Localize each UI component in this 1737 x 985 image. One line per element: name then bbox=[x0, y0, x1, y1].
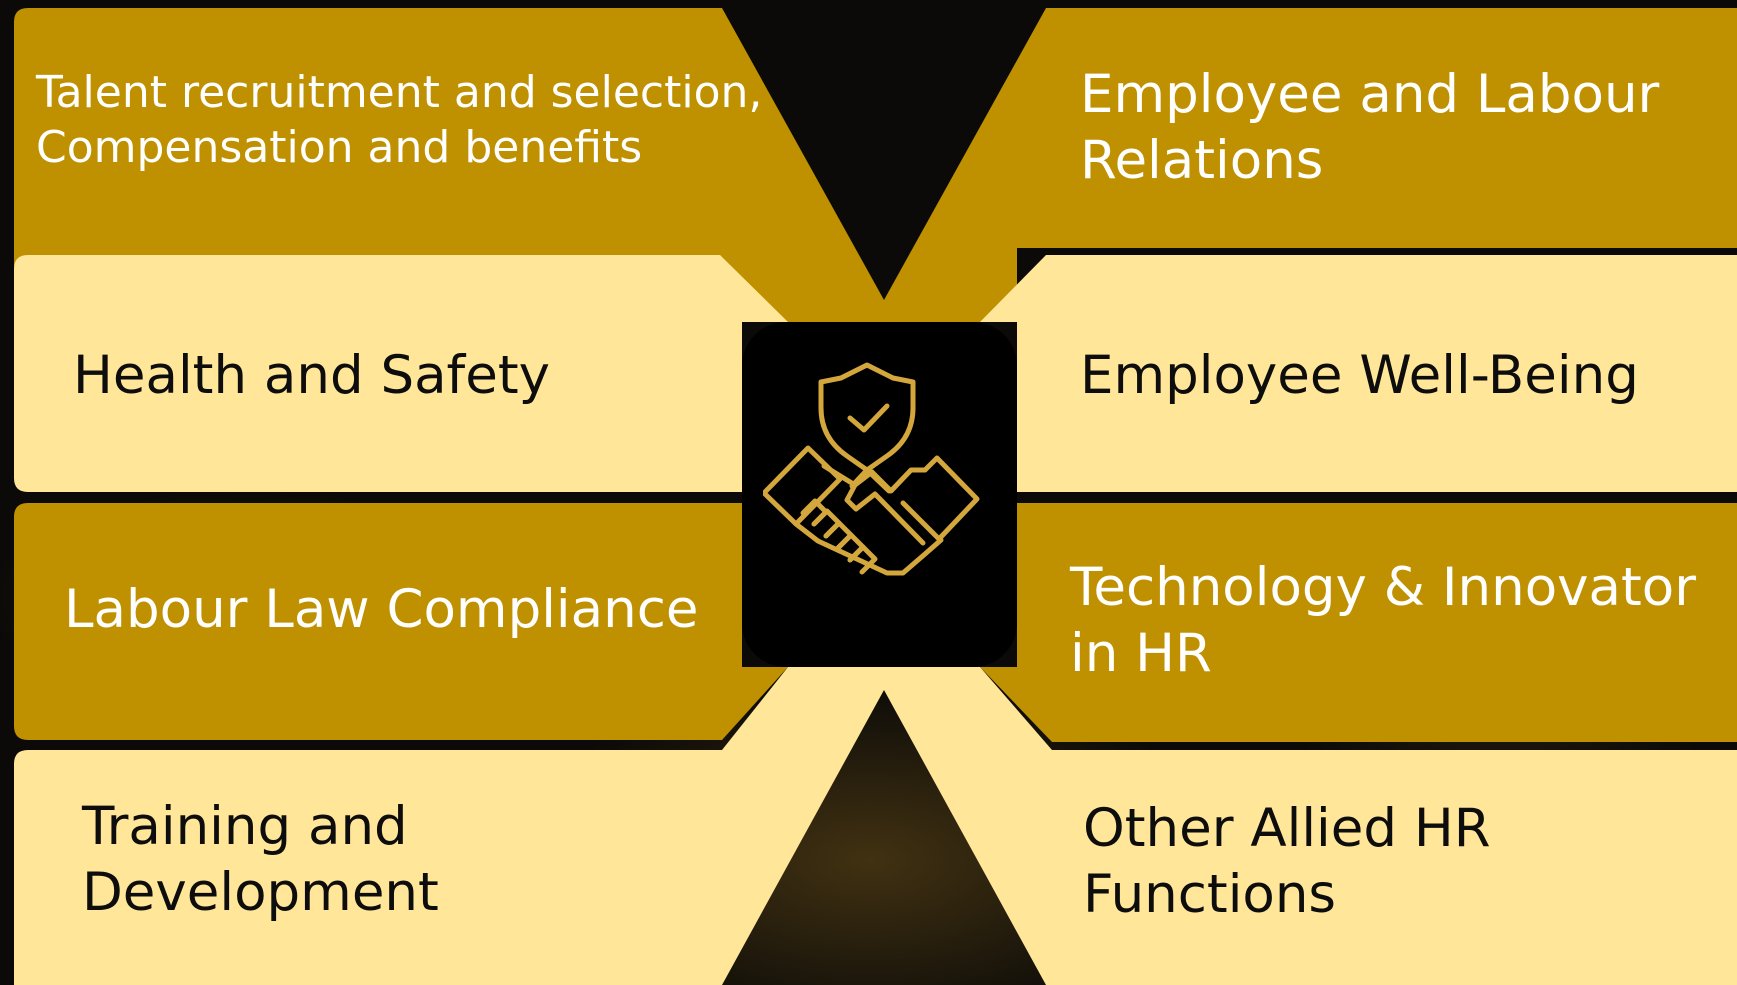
handshake-shield-check-icon bbox=[763, 362, 980, 576]
panel-left-1 bbox=[14, 8, 884, 322]
panel-right-4 bbox=[884, 667, 1737, 985]
label-labour-law: Labour Law Compliance bbox=[64, 579, 699, 640]
center-icon-box bbox=[742, 322, 1017, 667]
panel-left-4 bbox=[14, 667, 884, 985]
panel-right-2 bbox=[980, 255, 1737, 492]
panel-left-3 bbox=[14, 503, 788, 740]
label-employee-wellbeing: Employee Well-Being bbox=[1080, 345, 1639, 406]
panel-right-3 bbox=[980, 503, 1737, 742]
panel-left-2 bbox=[14, 255, 788, 492]
label-health-safety: Health and Safety bbox=[73, 345, 550, 406]
panel-right-1 bbox=[884, 8, 1737, 322]
label-talent-recruitment: Talent recruitment and selection,Compens… bbox=[36, 67, 763, 173]
